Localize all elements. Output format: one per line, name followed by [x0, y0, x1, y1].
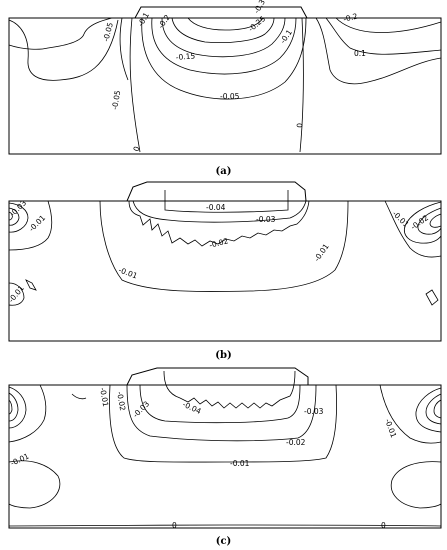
panel-b-contour [403, 201, 442, 244]
panel-c-contour [425, 393, 442, 425]
panel-b-caption: (b) [0, 350, 447, 361]
panel-b-contour [425, 289, 439, 306]
contour-label: -0.1 [136, 11, 151, 28]
panel-a-contour [335, 17, 442, 33]
panel-c-contour [139, 384, 301, 424]
contour-label: -0.03 [131, 399, 151, 419]
panel-b-contour [384, 200, 442, 258]
panel-b-contour [132, 200, 307, 223]
panel-b-contour [417, 207, 442, 235]
contour-label: -0.25 [247, 14, 268, 34]
panel-a-contour [119, 17, 129, 81]
panel-c-contour [109, 384, 337, 463]
contour-label: 0 [172, 521, 177, 530]
panel-a-contour [171, 17, 275, 43]
panel-c-contour [8, 524, 442, 527]
contour-label: -0.02 [286, 438, 306, 447]
contour-label: -0.01 [312, 242, 331, 263]
panel-c-outline [8, 367, 442, 529]
contour-label: -0.03 [256, 215, 276, 224]
panel-a-contour [299, 17, 304, 153]
panel-b-contour [8, 200, 53, 251]
contour-label: 0.1 [354, 49, 366, 58]
panel-a-contour [8, 17, 113, 50]
panel-b-contour [8, 202, 29, 233]
panel-c-contour [390, 461, 442, 509]
panel-c-caption: (c) [0, 536, 447, 547]
panel-a-contour [8, 19, 119, 81]
contour-label: -0.05 [110, 89, 122, 110]
panel-b-contour [164, 190, 289, 213]
contour-label: -0.04 [181, 400, 203, 416]
contour-label: -0.15 [175, 51, 195, 62]
panel-a-caption: (a) [0, 166, 447, 177]
contour-label: 0 [381, 521, 386, 530]
panel-b-contour [25, 279, 37, 291]
contour-label: -0.01 [27, 213, 47, 233]
contour-label: -0.02 [208, 236, 229, 250]
panel-b-contour [8, 211, 13, 221]
panel-a [8, 6, 442, 155]
panel-c [8, 367, 442, 529]
panel-a-contour [325, 17, 442, 55]
panel-c-caption-text: (c) [215, 536, 232, 547]
panel-b-contour [8, 282, 25, 306]
contour-label: -0.01 [98, 387, 110, 408]
contour-label: -0.05 [220, 92, 240, 101]
panel-a-contour [129, 17, 141, 153]
panel-a-contour [161, 17, 286, 58]
contour-label: -0.2 [156, 13, 172, 30]
panel-c-contour [8, 392, 19, 422]
contour-label: -0.02 [115, 391, 127, 412]
panel-c-contour [8, 460, 61, 509]
panel-b-contour [8, 207, 20, 226]
panel-c-contour [433, 399, 442, 419]
panel-a-contour [187, 17, 264, 31]
contour-label: 0 [295, 122, 304, 128]
panel-c-contour [415, 387, 442, 433]
panel-b-contour [128, 200, 310, 247]
contour-label: -0.03 [304, 407, 324, 416]
contour-label: -0.04 [206, 203, 226, 212]
panel-b-caption-text: (b) [215, 350, 232, 361]
panel-b-contour [99, 200, 349, 292]
contour-label: -0.01 [9, 451, 31, 467]
panel-b-outline [8, 181, 442, 342]
contour-label: -0.2 [342, 11, 359, 24]
panel-a-contour [141, 17, 307, 100]
panel-a-contour [151, 17, 297, 75]
panel-c-contour [8, 399, 13, 415]
panel-c-contour [71, 393, 87, 400]
panel-b-contour [429, 213, 442, 228]
panel-c-contour [163, 370, 296, 409]
panel-c-contour [8, 384, 47, 443]
contour-label: -0.1 [278, 28, 294, 45]
panel-a-caption-text: (a) [215, 166, 232, 177]
contour-label: -0.01 [230, 459, 250, 468]
panel-b [8, 181, 442, 342]
contour-label: -0.01 [383, 418, 398, 440]
panel-c-contour [379, 384, 442, 444]
panel-a-outline [8, 6, 442, 155]
panel-a-contour [315, 17, 442, 85]
panel-c-contour [126, 384, 317, 442]
contour-labels: -0.05 -0.1 -0.2 -0.15 -0.3 -0.25 -0.1 -0… [7, 0, 431, 530]
panel-c-contour [8, 386, 27, 429]
contour-label: 0 [131, 145, 141, 153]
